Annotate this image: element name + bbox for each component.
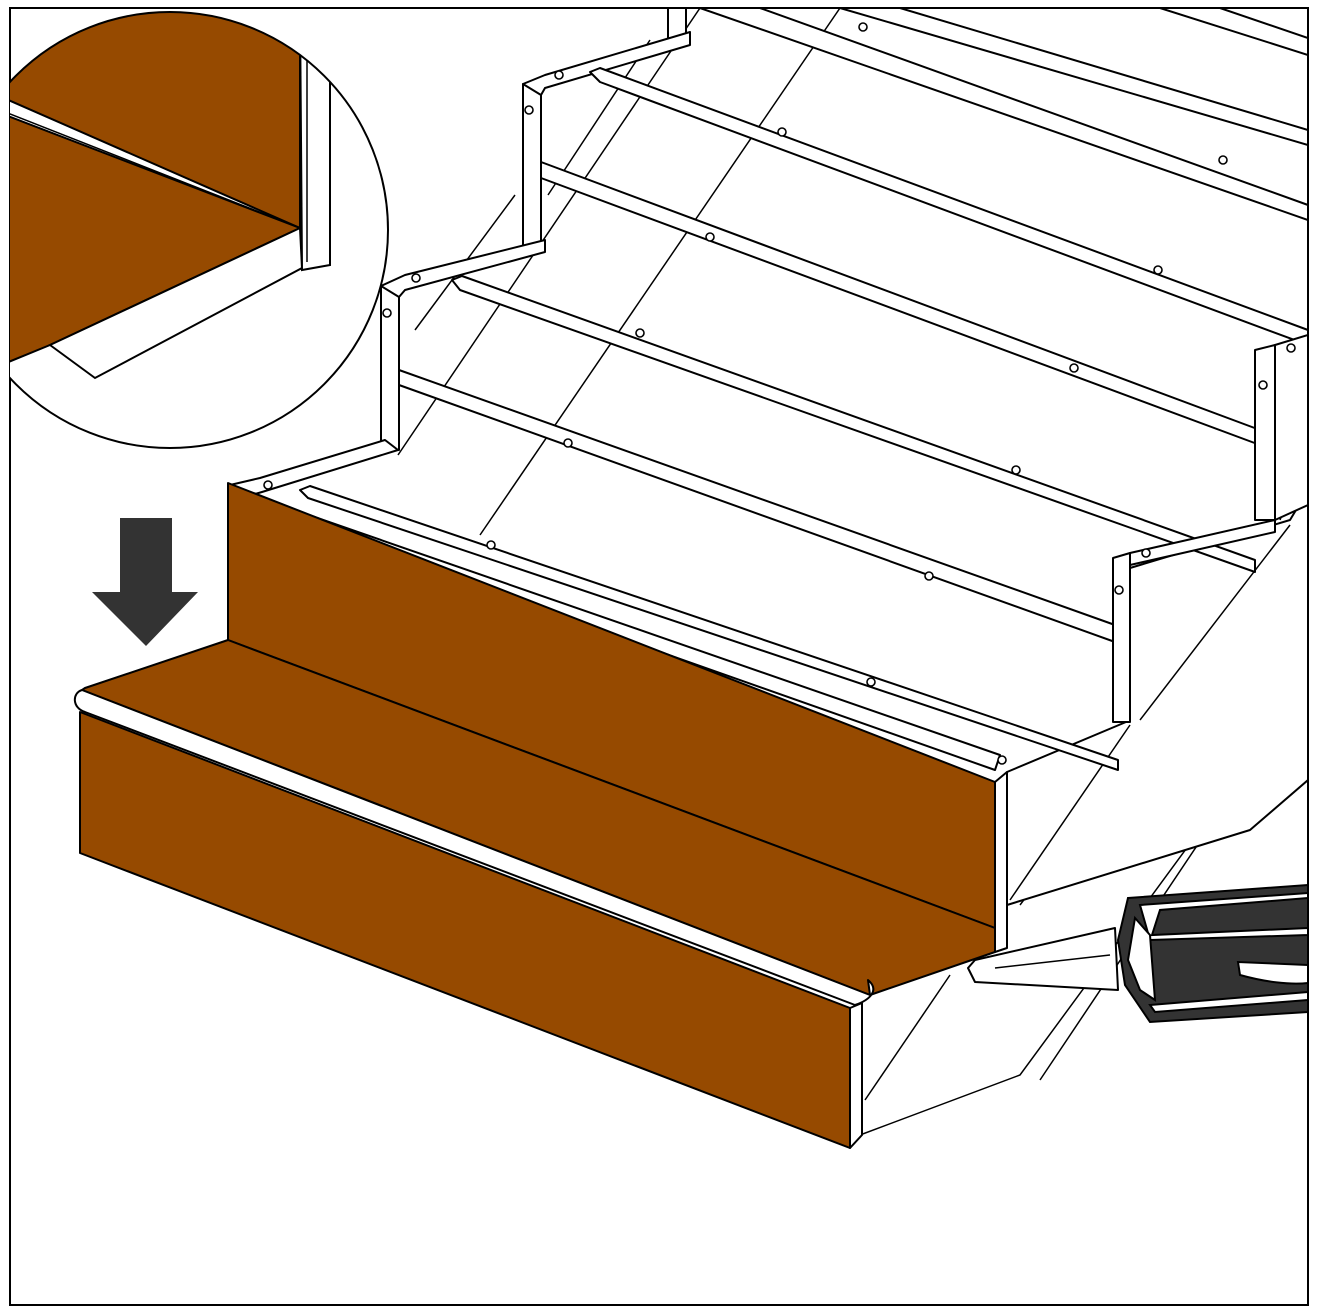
caulk-gun-icon <box>967 883 1308 1024</box>
down-arrow-icon <box>92 518 198 646</box>
detail-magnifier-circle <box>10 11 389 449</box>
stair-stringer-frame <box>229 8 1308 1136</box>
